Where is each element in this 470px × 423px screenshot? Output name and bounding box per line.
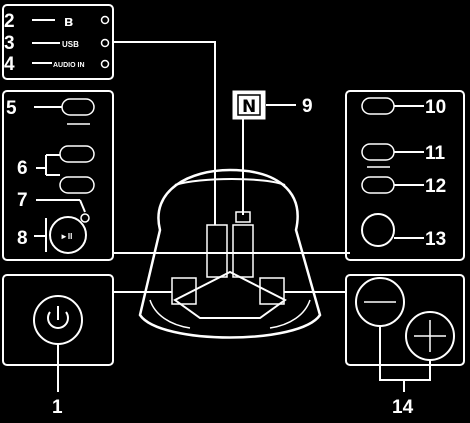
left-button-panel: ►II <box>2 90 114 261</box>
callout-2: 2 <box>4 11 15 32</box>
right-woofer-marker <box>259 277 285 305</box>
audio-in-label: AUDIO IN <box>53 62 85 69</box>
callout-5: 5 <box>6 98 17 119</box>
volume-up-button[interactable] <box>59 145 95 163</box>
usb-label: USB <box>62 40 79 49</box>
volume-down-button[interactable] <box>59 176 95 194</box>
callout-12: 12 <box>425 176 446 197</box>
leader-line-ports <box>114 41 216 225</box>
play-pause-icon: ►II <box>60 232 72 241</box>
speaker-body <box>138 168 322 339</box>
power-icon <box>47 311 69 329</box>
party-button[interactable] <box>361 213 395 247</box>
bluetooth-icon: ʙ <box>64 13 73 30</box>
nfc-spot <box>235 211 251 223</box>
nfc-icon: N <box>242 97 256 117</box>
port-dot-3 <box>100 59 110 69</box>
port-dot-1 <box>100 15 110 25</box>
callout-13: 13 <box>425 229 446 250</box>
right-button-panel <box>345 90 465 261</box>
power-panel <box>2 274 114 392</box>
nfc-mark: N <box>232 90 296 215</box>
callout-11: 11 <box>425 143 446 164</box>
callout-9: 9 <box>302 96 313 117</box>
callout-4: 4 <box>4 54 15 75</box>
mode-button[interactable] <box>361 143 395 161</box>
function-button[interactable] <box>61 98 95 116</box>
callout-7: 7 <box>17 190 28 211</box>
port-dot-2 <box>100 38 110 48</box>
port-panel: ʙ USB AUDIO IN <box>2 4 114 80</box>
top-panel-left-strip <box>206 224 228 278</box>
callout-8: 8 <box>17 228 28 249</box>
play-pause-button[interactable] <box>49 216 87 254</box>
tactile-dot <box>80 213 90 223</box>
extra-bass-button[interactable] <box>361 176 395 194</box>
callout-3: 3 <box>4 33 15 54</box>
callout-14: 14 <box>392 397 414 418</box>
callout-1: 1 <box>52 397 63 418</box>
woofer-panel <box>345 274 465 392</box>
top-panel-right-strip <box>232 224 254 278</box>
callout-10: 10 <box>425 97 446 118</box>
light-button[interactable] <box>361 97 395 115</box>
callout-6: 6 <box>17 158 28 179</box>
